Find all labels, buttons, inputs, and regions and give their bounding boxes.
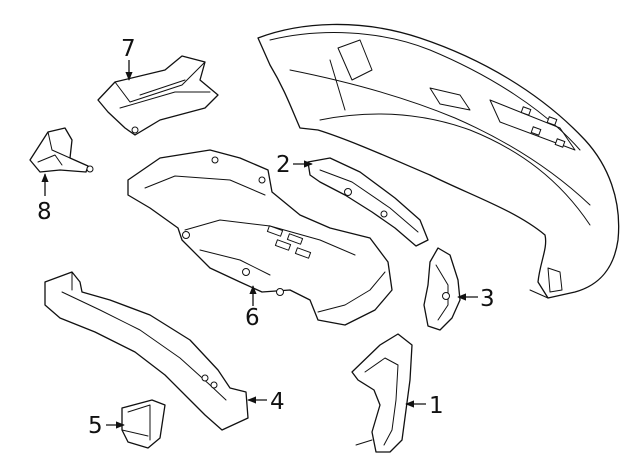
callout-label: 8 [37, 199, 52, 225]
callout-label: 5 [88, 413, 103, 439]
callout-6: 6 [245, 285, 260, 331]
side-support [307, 157, 429, 247]
callout-label: 6 [245, 305, 260, 331]
callout-label: 1 [429, 393, 444, 419]
lower-shield [127, 149, 393, 326]
bumper-cover [257, 23, 620, 299]
callout-label: 3 [480, 286, 495, 312]
side-bracket [423, 247, 461, 331]
small-bracket [121, 399, 166, 449]
callout-label: 4 [270, 389, 285, 415]
upper-panel [97, 55, 219, 136]
callout-8: 8 [37, 173, 52, 225]
callout-1: 1 [405, 393, 444, 419]
mount-bracket [29, 127, 94, 173]
callout-7: 7 [121, 36, 136, 81]
callout-5: 5 [88, 413, 125, 439]
impact-bar [44, 271, 249, 431]
callout-4: 4 [247, 389, 285, 415]
callout-2: 2 [276, 152, 313, 178]
bracket [351, 333, 413, 453]
callout-label: 2 [276, 152, 291, 178]
callout-3: 3 [457, 286, 495, 312]
callout-label: 7 [121, 36, 136, 62]
